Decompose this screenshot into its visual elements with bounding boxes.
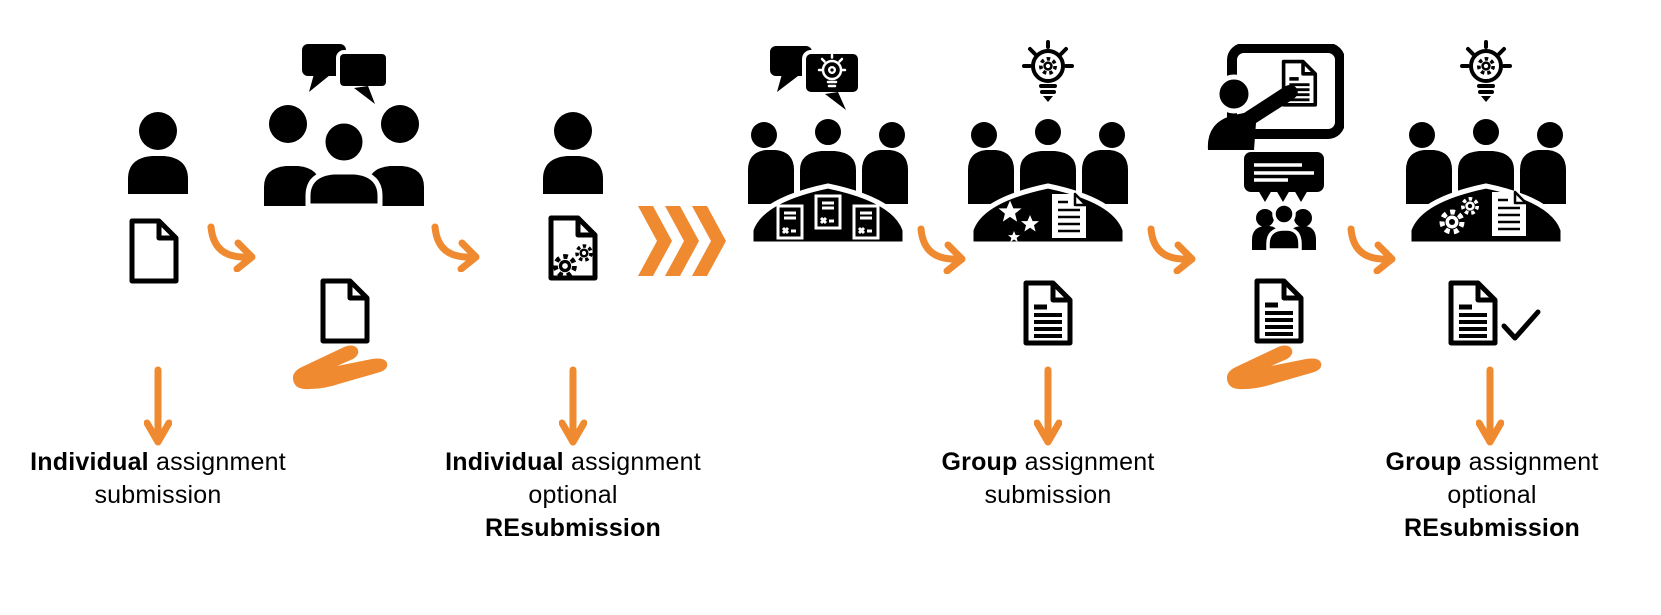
label-line-1: Individual assignment xyxy=(445,448,701,476)
label-line-2: submission xyxy=(984,481,1112,509)
idea-lightbulb-icon xyxy=(1459,40,1513,104)
triple-chevron-icon xyxy=(638,206,726,276)
meeting-table-gears-document-icon xyxy=(1406,118,1566,244)
blank-document-icon xyxy=(127,216,181,286)
label-line-2: submission xyxy=(94,481,222,509)
curved-arrow-icon xyxy=(1344,224,1406,274)
curved-arrow-icon xyxy=(914,224,976,274)
label-line-1: Group assignment xyxy=(1385,448,1599,476)
down-arrow-icon xyxy=(1034,366,1062,450)
curved-arrow-icon xyxy=(204,222,266,272)
document-icon xyxy=(1021,278,1075,348)
group-discussion-icon xyxy=(264,44,424,206)
presentation-audience-icon xyxy=(1244,152,1324,250)
meeting-table-stars-document-icon xyxy=(968,118,1128,244)
label-line-3: REsubmission xyxy=(484,514,662,542)
label-group-submission: Group assignment submission xyxy=(898,446,1198,512)
document-on-hand-icon xyxy=(292,276,394,390)
label-line-2: optional xyxy=(1447,481,1537,509)
label-line-2: optional xyxy=(528,481,618,509)
curved-arrow-icon xyxy=(1144,224,1206,274)
document-check-icon xyxy=(1446,276,1542,350)
discussion-idea-bubbles-icon xyxy=(770,44,862,112)
label-individual-resubmission: Individual assignment optional REsubmiss… xyxy=(423,446,723,545)
label-line-3: REsubmission xyxy=(1403,514,1581,542)
person-icon xyxy=(543,112,603,194)
idea-lightbulb-icon xyxy=(1021,40,1075,104)
label-group-resubmission: Group assignment optional REsubmission xyxy=(1342,446,1642,545)
down-arrow-icon xyxy=(1476,366,1504,450)
label-line-1: Individual assignment xyxy=(30,448,286,476)
document-gears-icon xyxy=(544,212,602,284)
person-icon xyxy=(128,112,188,194)
label-line-1: Group assignment xyxy=(941,448,1155,476)
document-on-hand-icon xyxy=(1226,276,1328,390)
meeting-table-documents-icon xyxy=(748,118,908,244)
presenter-screen-icon xyxy=(1196,44,1344,150)
down-arrow-icon xyxy=(559,366,587,450)
label-individual-submission: Individual assignment submission xyxy=(8,446,308,512)
curved-arrow-icon xyxy=(428,222,490,272)
down-arrow-icon xyxy=(144,366,172,450)
